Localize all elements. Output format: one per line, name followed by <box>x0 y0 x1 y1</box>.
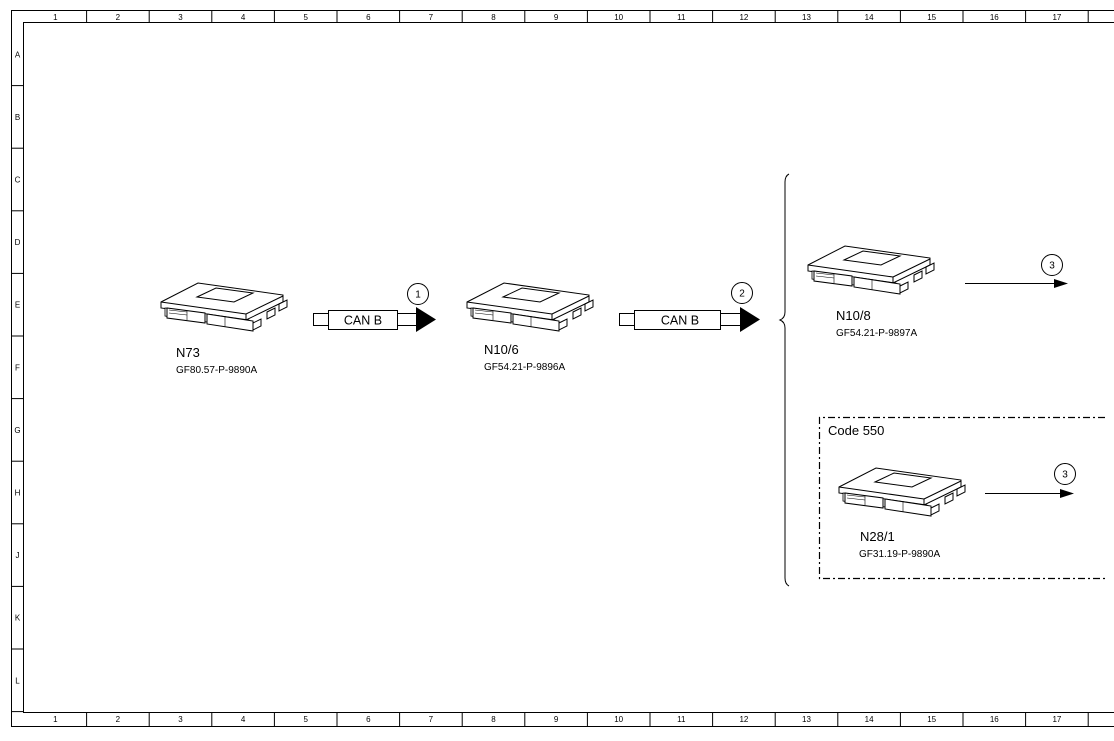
module-n73: N73 GF80.57-P-9890A <box>161 283 287 376</box>
grid-column-bottom-label: 2 <box>116 715 121 724</box>
grid-row-label: L <box>15 676 20 685</box>
ref-number: 3 <box>1062 470 1068 481</box>
grid-column-bottom-label: 15 <box>927 715 936 724</box>
control-unit-icon <box>467 283 593 331</box>
module-name: N28/1 <box>860 529 895 544</box>
module-n10-8: N10/8 GF54.21-P-9897A <box>808 246 934 339</box>
grid-column-bottom-label: 7 <box>429 715 434 724</box>
grid-column-top-label: 1 <box>53 13 58 22</box>
grid-column-bottom-label: 12 <box>739 715 748 724</box>
grid-column-top-label: 11 <box>677 13 686 22</box>
grid-column-top-label: 14 <box>865 13 874 22</box>
module-name: N73 <box>176 345 200 360</box>
grid-column-bottom-label: 1 <box>53 715 58 724</box>
control-unit-icon <box>839 468 965 516</box>
grid-column-bottom-label: 10 <box>614 715 623 724</box>
module-part-number: GF80.57-P-9890A <box>176 365 257 376</box>
grid-row-label: A <box>15 50 21 59</box>
grid-column-bottom-label: 5 <box>303 715 308 724</box>
grid-column-top-label: 16 <box>990 13 999 22</box>
grid-column-top-label: 5 <box>303 13 308 22</box>
module-n10-6: N10/6 GF54.21-P-9896A <box>467 283 593 373</box>
module-name: N10/8 <box>836 308 871 323</box>
control-unit-icon <box>808 246 934 294</box>
grid-column-bottom-label: 9 <box>554 715 559 724</box>
grid-column-bottom-label: 17 <box>1052 715 1061 724</box>
output-arrow-3-top: 3 <box>965 255 1068 289</box>
grid-row-label: H <box>15 489 21 498</box>
grid-column-bottom-label: 13 <box>802 715 811 724</box>
control-unit-icon <box>161 283 287 331</box>
arrow-head <box>740 307 760 332</box>
grid-column-top-label: 15 <box>927 13 936 22</box>
module-part-number: GF54.21-P-9897A <box>836 328 917 339</box>
grid-column-bottom-label: 8 <box>491 715 496 724</box>
output-arrow-3-bottom: 3 <box>985 464 1076 499</box>
module-n28-1: N28/1 GF31.19-P-9890A <box>839 468 965 560</box>
grid-row-label: G <box>14 426 20 435</box>
grid-column-top-label: 7 <box>429 13 434 22</box>
option-code-label: Code 550 <box>828 423 884 438</box>
grid-row-label: J <box>16 551 20 560</box>
bus-label: CAN B <box>661 314 699 328</box>
arrow-head <box>1054 279 1068 288</box>
arrow-head <box>1060 489 1074 498</box>
module-part-number: GF31.19-P-9890A <box>859 549 940 560</box>
grid-column-bottom-label: 6 <box>366 715 371 724</box>
grid-row-label: B <box>15 113 20 122</box>
grid-column-bottom-label: 14 <box>865 715 874 724</box>
grid-row-label: E <box>15 301 20 310</box>
grid-column-bottom-label: 4 <box>241 715 246 724</box>
grid-column-top-label: 6 <box>366 13 371 22</box>
option-box-code-550: Code 550 N28/1 GF31.19-P-9890A 3 <box>820 418 1106 579</box>
connection-can-b-2: CAN B 2 <box>620 283 761 333</box>
grid-column-top-label: 17 <box>1052 13 1061 22</box>
bus-label: CAN B <box>344 314 382 328</box>
grid-row-label: D <box>15 238 21 247</box>
grid-column-bottom-label: 16 <box>990 715 999 724</box>
grid-column-bottom-label: 11 <box>677 715 686 724</box>
ref-number: 2 <box>739 289 745 300</box>
grouping-brace <box>780 174 789 586</box>
grid-column-top-label: 10 <box>614 13 623 22</box>
grid-column-top-label: 9 <box>554 13 559 22</box>
grid-column-top-label: 2 <box>116 13 121 22</box>
module-part-number: GF54.21-P-9896A <box>484 362 565 373</box>
grid-rows-left: A B C D E F G H J K L <box>12 50 24 711</box>
connection-can-b-1: CAN B 1 <box>314 284 437 333</box>
module-name: N10/6 <box>484 342 519 357</box>
grid-column-top-label: 12 <box>739 13 748 22</box>
grid-row-label: F <box>15 363 20 372</box>
grid-column-top-label: 3 <box>178 13 183 22</box>
grid-row-label: C <box>15 176 21 185</box>
ref-number: 3 <box>1049 261 1055 272</box>
grid-column-top-label: 13 <box>802 13 811 22</box>
grid-column-top-label: 8 <box>491 13 496 22</box>
grid-column-top-label: 4 <box>241 13 246 22</box>
arrow-head <box>416 307 436 332</box>
grid-row-label: K <box>15 614 21 623</box>
ref-number: 1 <box>415 290 421 301</box>
grid-column-bottom-label: 3 <box>178 715 183 724</box>
